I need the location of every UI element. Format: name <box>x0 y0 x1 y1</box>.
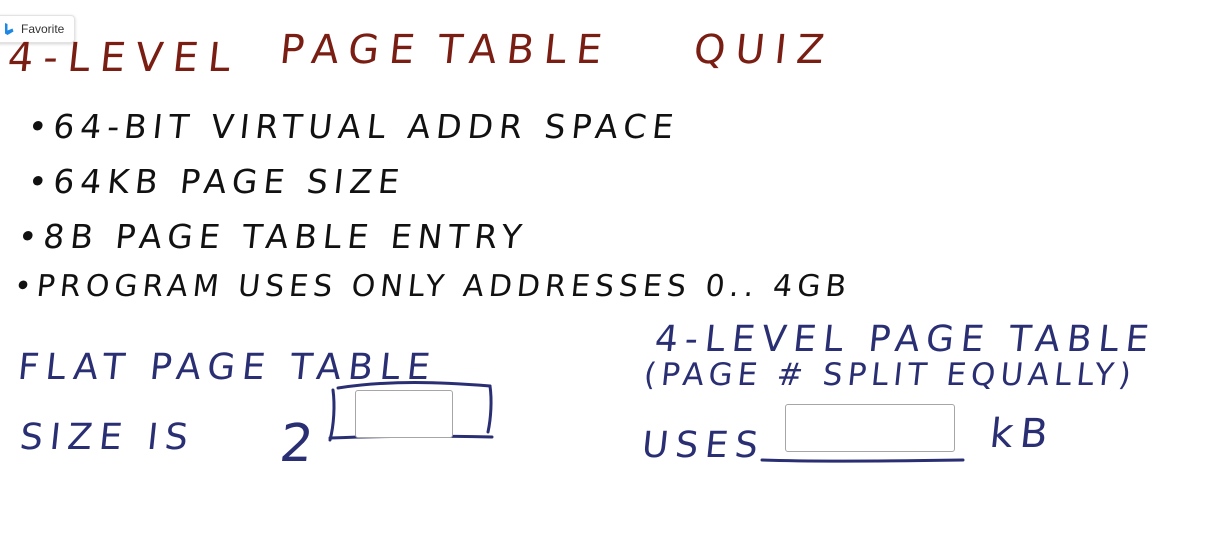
bullet-item: •PROGRAM USES ONLY ADDRESSES 0.. 4GB <box>12 269 853 304</box>
bullet-text: PROGRAM USES ONLY ADDRESSES 0.. 4GB <box>34 269 853 304</box>
title-word-3: TABLE <box>435 27 615 73</box>
multi-uses-label: USES <box>639 425 768 466</box>
title-word-4: QUIZ <box>691 27 837 73</box>
title-word-1: 4-LEVEL <box>5 35 243 81</box>
flat-exponent-input[interactable] <box>355 390 453 438</box>
flat-size-label: SIZE IS <box>17 417 198 458</box>
bullet-item: •64-BIT VIRTUAL ADDR SPACE <box>26 107 682 146</box>
bullet-item: •64KB PAGE SIZE <box>26 162 408 201</box>
bullet-item: •8B PAGE TABLE ENTRY <box>16 217 530 256</box>
favorite-button[interactable]: Favorite <box>0 15 76 43</box>
bullet-text: 64KB PAGE SIZE <box>51 162 408 201</box>
multi-unit: kB <box>987 411 1058 457</box>
bing-b-icon <box>3 22 15 36</box>
title-word-2: PAGE <box>277 27 427 73</box>
multi-level-size-input[interactable] <box>785 404 955 452</box>
flat-heading: FLAT PAGE TABLE <box>15 347 439 388</box>
multi-heading-b: (PAGE # SPLIT EQUALLY) <box>642 357 1138 393</box>
bullet-text: 64-BIT VIRTUAL ADDR SPACE <box>51 107 682 146</box>
flat-base-two: 2 <box>276 414 324 474</box>
favorite-label: Favorite <box>21 22 65 36</box>
bullet-text: 8B PAGE TABLE ENTRY <box>41 217 530 256</box>
multi-heading-a: 4-LEVEL PAGE TABLE <box>652 319 1158 360</box>
